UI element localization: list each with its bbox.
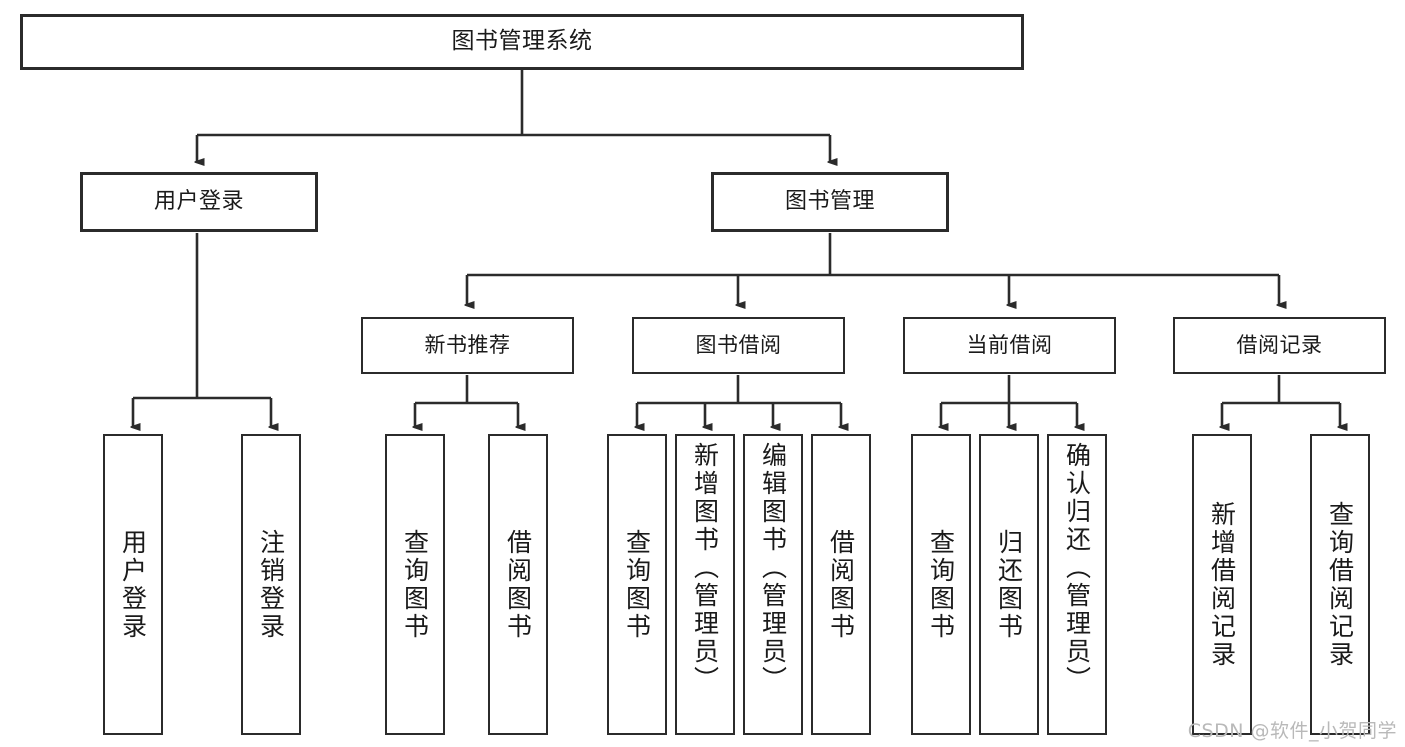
leaf-edit-book-admin[interactable]: 编辑图书（管理员） <box>743 434 803 735</box>
node-label: 借阅记录 <box>1236 333 1323 358</box>
leaf-add-borrow-record[interactable]: 新增借阅记录 <box>1192 434 1252 735</box>
node-book-management[interactable]: 图书管理 <box>711 172 949 232</box>
node-label: 用户登录 <box>118 528 148 641</box>
node-label: 查询图书 <box>400 528 430 641</box>
node-label: 查询图书 <box>926 528 956 641</box>
leaf-add-book-admin[interactable]: 新增图书（管理员） <box>675 434 735 735</box>
node-label: 新书推荐 <box>424 333 511 358</box>
node-label: 用户登录 <box>153 189 244 215</box>
leaf-query-book-borrow[interactable]: 查询图书 <box>607 434 667 735</box>
node-label: 当前借阅 <box>966 333 1053 358</box>
node-label: 查询借阅记录 <box>1325 500 1355 669</box>
node-label: 借阅图书 <box>503 528 533 641</box>
leaf-logout[interactable]: 注销登录 <box>241 434 301 735</box>
node-label: 新增图书（管理员） <box>690 442 720 694</box>
node-label: 查询图书 <box>622 528 652 641</box>
leaf-borrow-book[interactable]: 借阅图书 <box>811 434 871 735</box>
node-label: 新增借阅记录 <box>1207 500 1237 669</box>
node-label: 图书管理系统 <box>451 28 593 55</box>
node-borrow-record[interactable]: 借阅记录 <box>1173 317 1386 374</box>
node-label: 编辑图书（管理员） <box>758 442 788 694</box>
node-label: 借阅图书 <box>826 528 856 641</box>
node-label: 图书借阅 <box>695 333 782 358</box>
node-label: 确认归还（管理员） <box>1062 442 1092 694</box>
node-current-borrow[interactable]: 当前借阅 <box>903 317 1116 374</box>
node-label: 注销登录 <box>256 528 286 641</box>
leaf-query-borrow-record[interactable]: 查询借阅记录 <box>1310 434 1370 735</box>
node-root-system[interactable]: 图书管理系统 <box>20 14 1024 70</box>
leaf-user-login[interactable]: 用户登录 <box>103 434 163 735</box>
node-label: 归还图书 <box>994 528 1024 641</box>
leaf-query-book-recommend[interactable]: 查询图书 <box>385 434 445 735</box>
watermark-text: CSDN @软件_小贺同学 <box>1187 720 1397 742</box>
leaf-query-book-current[interactable]: 查询图书 <box>911 434 971 735</box>
leaf-return-book[interactable]: 归还图书 <box>979 434 1039 735</box>
node-book-borrow[interactable]: 图书借阅 <box>632 317 845 374</box>
node-new-book-recommend[interactable]: 新书推荐 <box>361 317 574 374</box>
leaf-borrow-book-recommend[interactable]: 借阅图书 <box>488 434 548 735</box>
leaf-confirm-return-admin[interactable]: 确认归还（管理员） <box>1047 434 1107 735</box>
node-user-login[interactable]: 用户登录 <box>80 172 318 232</box>
node-label: 图书管理 <box>784 189 875 215</box>
